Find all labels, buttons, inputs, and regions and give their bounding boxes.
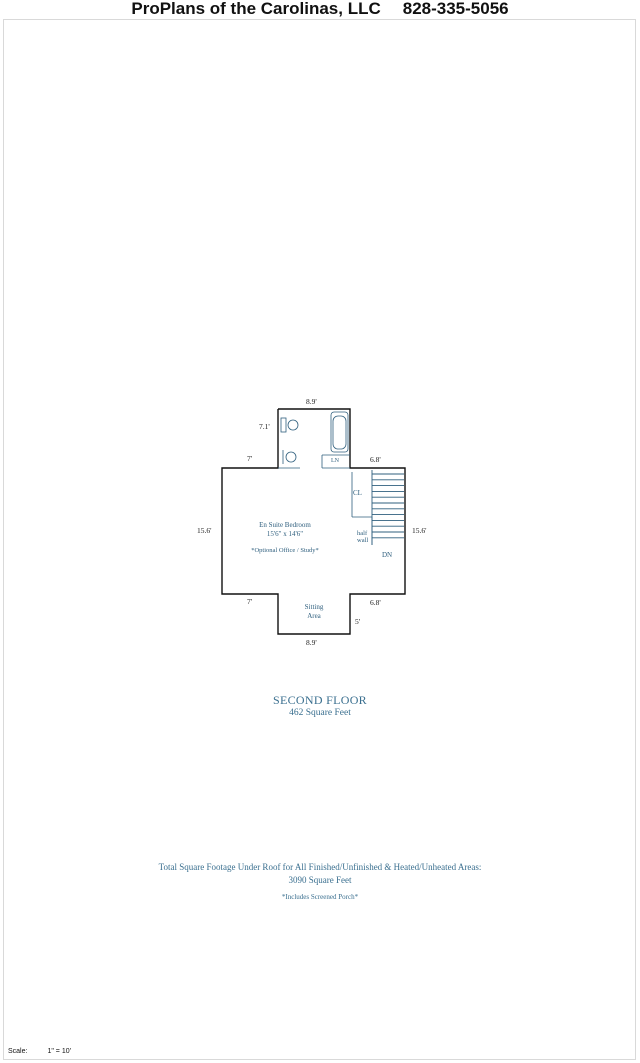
total-footage-value: 3090 Square Feet — [288, 875, 352, 885]
bedroom-name: En Suite Bedroom — [259, 521, 311, 529]
dim-bottom-side: 5' — [355, 617, 361, 626]
total-footage-note: *Includes Screened Porch* — [281, 893, 359, 901]
half-wall-label-2: wall — [357, 537, 369, 544]
page-header: ProPlans of the Carolinas, LLC 828-335-50… — [0, 0, 640, 18]
dim-left-top: 7' — [247, 454, 253, 463]
closet-label: CL — [353, 489, 362, 497]
scale-label: Scale: — [8, 1048, 28, 1055]
stair-down-label: DN — [382, 551, 393, 559]
scale-value: 1" = 10' — [47, 1048, 71, 1055]
bathtub — [330, 411, 349, 453]
staircase — [371, 470, 404, 545]
toilet-tank — [280, 417, 287, 433]
dim-right-bottom: 6.8' — [370, 598, 381, 607]
floor-name: SECOND FLOOR — [273, 693, 367, 707]
dim-bath-side: 7.1' — [259, 422, 270, 431]
sitting-label-2: Area — [307, 612, 321, 620]
dim-right: 15.6' — [412, 526, 427, 535]
linen-label: LN — [331, 458, 339, 464]
optional-use: *Optional Office / Study* — [251, 547, 319, 554]
dim-right-top: 6.8' — [370, 455, 381, 464]
dim-bottom: 8.9' — [306, 638, 317, 647]
company-name: ProPlans of the Carolinas, LLC — [131, 0, 381, 18]
dim-top: 8.9' — [306, 397, 317, 406]
drawing-border — [3, 19, 636, 1060]
bathtub-inner — [332, 415, 347, 450]
dim-left-bottom: 7' — [247, 597, 253, 606]
half-wall-label-1: half — [357, 530, 368, 537]
floor-area: 462 Square Feet — [289, 708, 351, 718]
bedroom-size: 15'6" x 14'6" — [266, 530, 304, 538]
company-phone: 828-335-5056 — [402, 0, 509, 18]
sink — [285, 451, 297, 463]
dim-left: 15.6' — [197, 526, 212, 535]
total-footage-line: Total Square Footage Under Roof for All … — [158, 862, 482, 872]
toilet-bowl — [287, 419, 299, 431]
sitting-label-1: Sitting — [304, 603, 324, 611]
scale-note: Scale: 1" = 10' — [8, 1048, 71, 1055]
